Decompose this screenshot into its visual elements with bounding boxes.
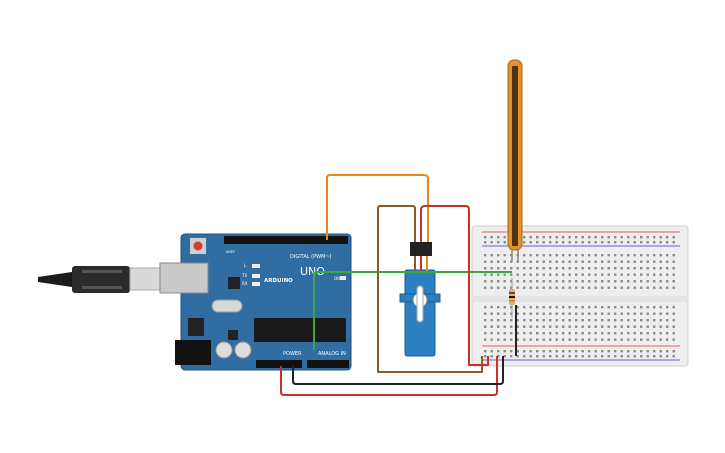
resistor[interactable]	[509, 278, 515, 318]
atmega-chip	[254, 318, 346, 342]
red-wire-servo[interactable]	[420, 205, 489, 366]
orange-wire[interactable]	[326, 174, 429, 242]
usb-chip	[228, 277, 240, 289]
wires	[280, 174, 517, 396]
analog-label: ANALOG IN	[318, 351, 346, 357]
breadboard-holes	[484, 236, 675, 358]
arduino-uno-board[interactable]: DIGITAL (PWM~) ARDUINO UNO POWER ANALOG …	[159, 233, 352, 371]
rx-label: RX	[242, 281, 248, 286]
brown-wire[interactable]	[377, 205, 483, 373]
power-header	[256, 360, 302, 368]
crystal	[211, 299, 243, 313]
servo-motor[interactable]	[399, 242, 441, 357]
digital-label: DIGITAL (PWM~)	[290, 254, 332, 260]
brand-label: ARDUINO	[264, 278, 293, 284]
reset-button-cap	[193, 241, 203, 251]
power-jack	[175, 340, 211, 365]
flex-sensor[interactable]	[507, 59, 523, 262]
on-label: ON	[334, 276, 340, 281]
red-wire-5v[interactable]	[280, 356, 498, 396]
capacitor-1	[215, 341, 233, 359]
model-label: UNO	[300, 265, 325, 278]
black-wire-gnd[interactable]	[292, 356, 504, 385]
analog-header	[307, 360, 349, 368]
tx-label: TX	[241, 273, 247, 278]
servo-connector	[410, 242, 432, 256]
regulator	[188, 318, 204, 336]
breadboard[interactable]	[471, 225, 689, 367]
aref-label: AREF	[226, 250, 235, 254]
usb-jack	[159, 262, 209, 294]
usb-cable[interactable]	[38, 266, 161, 293]
l-label: L	[244, 263, 247, 268]
green-wire[interactable]	[313, 271, 512, 350]
capacitor-2	[234, 341, 252, 359]
power-label: POWER	[283, 351, 302, 357]
digital-header	[224, 236, 348, 244]
